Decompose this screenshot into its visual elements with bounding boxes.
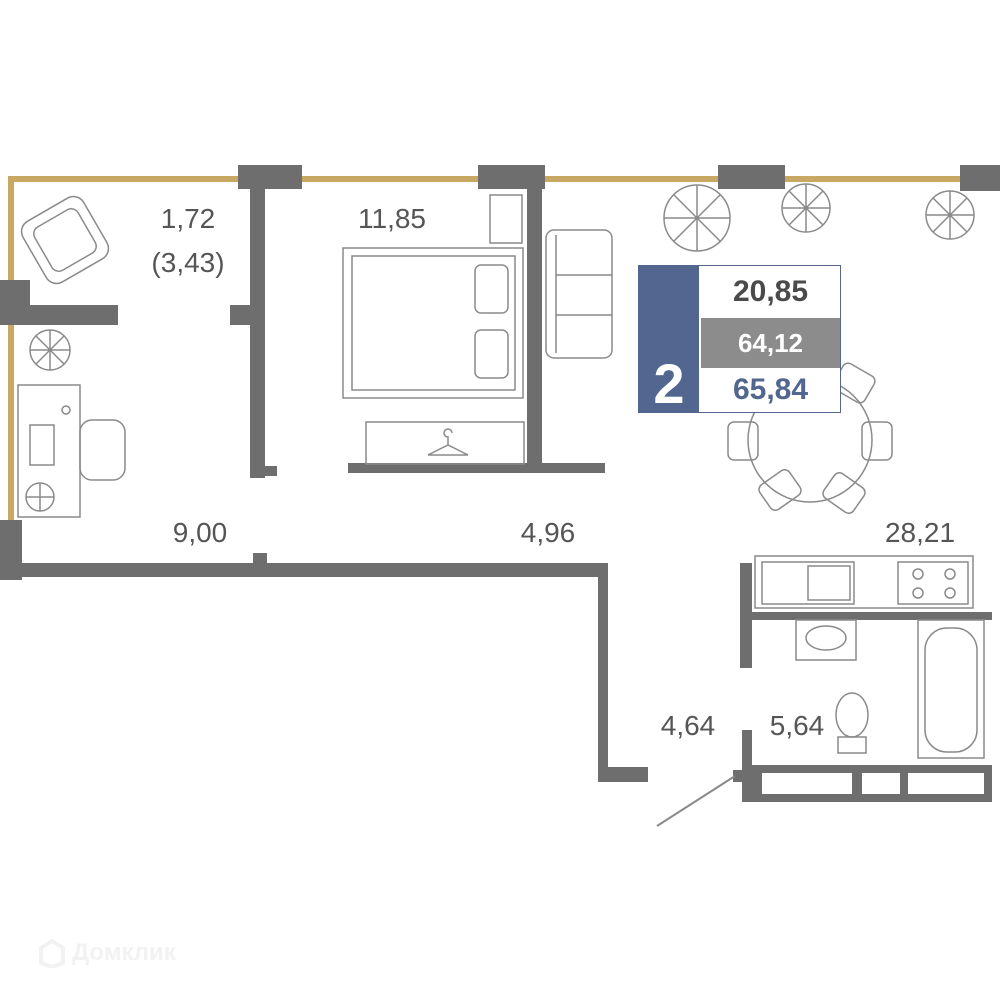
total-area-with-balcony: 65,84 xyxy=(732,373,809,406)
bathtub-icon xyxy=(917,619,985,759)
bedroom-area-label: 11,85 xyxy=(358,203,426,234)
house-logo-icon xyxy=(39,938,65,968)
rooms-count: 2 xyxy=(639,266,699,412)
sink-icon xyxy=(795,619,857,661)
walls xyxy=(0,165,1000,802)
door-line xyxy=(656,775,736,827)
living-kitchen-area-label: 28,21 xyxy=(885,517,955,548)
plant-icon xyxy=(25,183,975,512)
watermark-text: Домклик xyxy=(72,939,176,966)
toilet-icon xyxy=(835,692,869,754)
office-area-label: 9,00 xyxy=(173,517,228,548)
living-area: 20,85 xyxy=(732,275,809,308)
total-area: 64,12 xyxy=(701,318,840,368)
entry-area-label: 4,64 xyxy=(661,710,716,741)
balcony-area-label: 1,72 xyxy=(161,203,216,234)
hall-area-label: 4,96 xyxy=(521,517,576,548)
balcony-area-full-label: (3,43) xyxy=(151,247,224,278)
dining-table-icon xyxy=(727,362,893,515)
armchair-icon xyxy=(20,195,110,285)
watermark-logo: Домклик xyxy=(38,938,176,968)
wardrobe-icon xyxy=(365,421,525,465)
kitchen-counter-icon xyxy=(754,555,974,609)
apartment-summary-badge: 2 20,85 64,12 65,84 xyxy=(638,265,841,413)
bed-icon xyxy=(342,194,524,399)
desk-icon xyxy=(17,384,126,518)
sofa-icon xyxy=(545,229,613,359)
bathroom-area-label: 5,64 xyxy=(770,710,825,741)
